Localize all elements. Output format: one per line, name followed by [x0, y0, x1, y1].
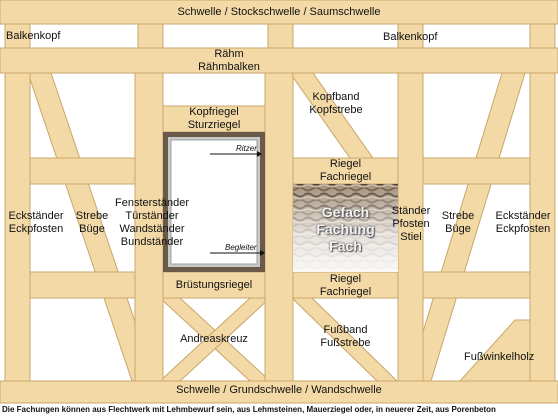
caption: Die Fachungen können aus Flechtwerk mit … [2, 405, 496, 414]
label-strebe-left: Strebe Büge [70, 210, 114, 236]
label-bruestungsriegel: Brüstungsriegel [175, 279, 253, 291]
label-staender-2: Pfosten [392, 218, 430, 230]
riegel-left [29, 157, 136, 185]
label-eckstaender-left: Eckständer Eckpfosten [2, 210, 70, 236]
label-strebe-right-2: Büge [445, 223, 471, 235]
label-kopfband-2: Kopfstrebe [309, 104, 363, 116]
label-raehm: Rähm Rähmbalken [179, 48, 279, 74]
gefach-plaster [293, 184, 398, 272]
label-gefach-1: Gefach [321, 204, 370, 220]
label-balkenkopf-left: Balkenkopf [6, 30, 61, 42]
label-raehm-1: Rähm [214, 48, 244, 60]
label-eckstaender-left-2: Eckpfosten [8, 223, 64, 235]
riegel-left-low [29, 271, 136, 299]
label-gefach-3: Fach [329, 238, 362, 254]
label-fenster-3: Wandständer [119, 223, 185, 235]
label-fenster-2: Türständer [125, 210, 179, 222]
staender-right [397, 72, 424, 382]
label-staender-1: Ständer [391, 205, 431, 217]
fensterstaender [134, 72, 164, 382]
label-riegel-bottom-2: Fachriegel [319, 286, 372, 298]
balkenkopf-mid [267, 23, 294, 49]
label-fussband: Fußband Fußstrebe [293, 324, 398, 350]
label-riegel-top-2: Fachriegel [319, 171, 372, 183]
riegel-right-low [422, 271, 531, 299]
label-balkenkopf-right: Balkenkopf [383, 31, 438, 43]
balkenkopf-right-1 [529, 23, 556, 49]
timber-frame-drawing [0, 0, 558, 404]
label-ritzer: Ritzer [236, 144, 257, 153]
label-strebe-right: Strebe Büge [436, 210, 480, 236]
label-gefach-2: Fachung [316, 221, 375, 237]
label-gefach: Gefach Fachung Fach [293, 204, 398, 255]
label-fenster-4: Bundständer [120, 236, 184, 248]
label-riegel-top-1: Riegel [329, 158, 362, 170]
riegel-right [422, 157, 531, 185]
begleiter-arrow [260, 250, 265, 256]
label-fensterstaender: Fensterständer Türständer Wandständer Bu… [106, 197, 198, 249]
label-strebe-right-1: Strebe [441, 210, 475, 222]
label-staender: Ständer Pfosten Stiel [384, 205, 438, 244]
label-fenster-1: Fensterständer [115, 197, 189, 209]
label-eckstaender-right-1: Eckständer [495, 210, 551, 222]
label-kopfriegel-2: Sturzriegel [187, 119, 241, 131]
eckstaender-right [529, 72, 556, 382]
label-andreaskreuz: Andreaskreuz [180, 333, 248, 345]
label-strebe-left-2: Büge [79, 223, 105, 235]
label-fusswinkelholz: Fußwinkelholz [464, 351, 535, 363]
label-schwelle-bottom: Schwelle / Grundschwelle / Wandschwelle [176, 384, 382, 396]
label-eckstaender-left-1: Eckständer [8, 210, 64, 222]
label-eckstaender-right-2: Eckpfosten [495, 223, 551, 235]
label-eckstaender-right: Eckständer Eckpfosten [488, 210, 558, 236]
schwelle-bottom [0, 380, 558, 404]
label-riegel-bottom: Riegel Fachriegel [293, 273, 398, 299]
label-schwelle-top: Schwelle / Stockschwelle / Saumschwelle [177, 6, 381, 18]
balkenkopf-left-2 [137, 23, 164, 49]
label-begleiter: Begleiter [225, 243, 257, 252]
label-strebe-left-1: Strebe [75, 210, 109, 222]
staender-mid [264, 72, 294, 382]
riegel-bottom [292, 271, 399, 299]
label-kopfband-1: Kopfband [312, 91, 360, 103]
label-fussband-1: Fußband [323, 324, 368, 336]
kopfriegel [162, 105, 266, 133]
label-raehm-2: Rähmbalken [198, 61, 260, 73]
label-riegel-top: Riegel Fachriegel [293, 158, 398, 184]
label-kopfriegel-1: Kopfriegel [189, 106, 239, 118]
label-kopfriegel: Kopfriegel Sturzriegel [163, 106, 265, 132]
label-kopfband: Kopfband Kopfstrebe [300, 91, 372, 117]
label-staender-3: Stiel [400, 231, 422, 243]
label-fussband-2: Fußstrebe [320, 337, 371, 349]
window-pane [170, 139, 258, 265]
label-riegel-bottom-1: Riegel [329, 273, 362, 285]
ritzer-arrow [257, 151, 262, 157]
raehm [0, 47, 558, 74]
